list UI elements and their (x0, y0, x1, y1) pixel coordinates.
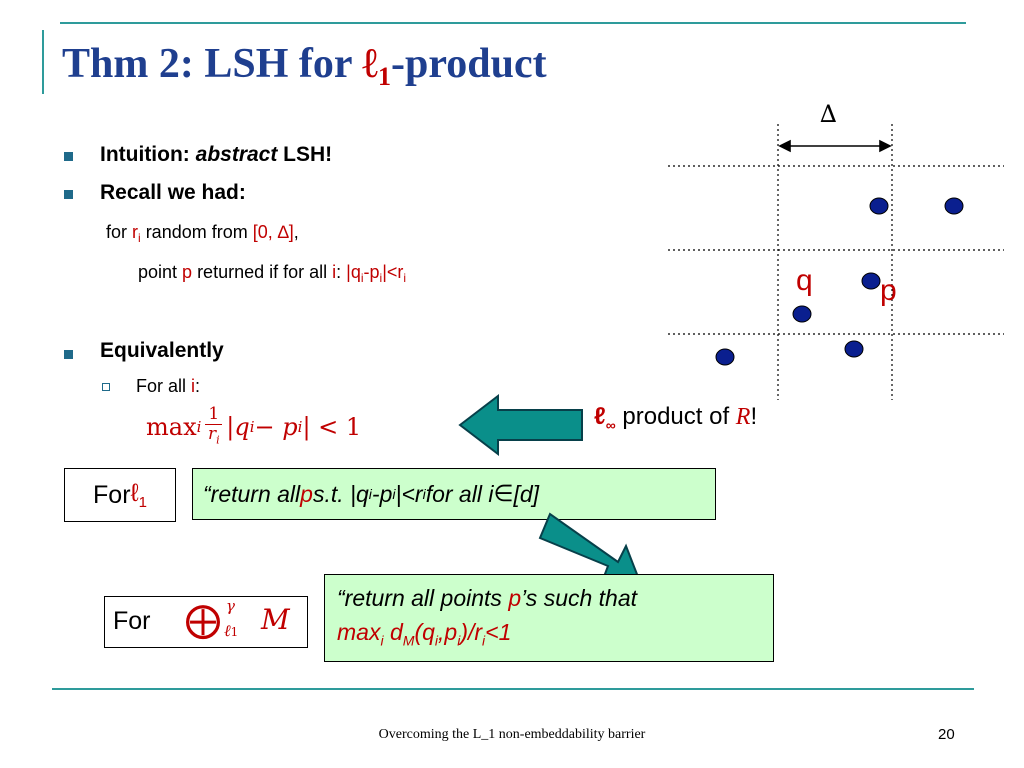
recall-line-1: for ri random from [0, ∆], (106, 222, 299, 245)
page-number: 20 (938, 726, 955, 743)
top-rule (60, 22, 966, 24)
delta-label: ∆ (820, 100, 837, 128)
bullet-equivalently: Equivalently (100, 339, 224, 362)
bottom-rule (52, 688, 974, 690)
title-main: Thm 2: LSH for (62, 41, 363, 87)
bullet-marker (64, 190, 73, 199)
bullet-marker (64, 152, 73, 161)
p-label: p (880, 274, 897, 307)
for-all-i: For all i: (136, 376, 201, 396)
linf-product-label: ℓ∞ product of R! (594, 403, 758, 433)
title-rest: -product (391, 41, 547, 87)
for-l1-box: For ℓ1 (64, 468, 176, 522)
lsh-grid-diagram (668, 124, 1004, 400)
left-rule (42, 30, 44, 94)
sub-bullet-marker (102, 383, 110, 391)
direct-sum-symbol: ⨁ (185, 600, 221, 641)
bullet-marker (64, 350, 73, 359)
bullet-recall: Recall we had: (100, 181, 246, 204)
bullet-intuition: Intuition: abstract LSH! (100, 143, 333, 166)
return-all-points-box: “return all points p’s such that maxi dM… (324, 574, 774, 662)
for-product-box: For ⨁ γ ℓ1 M (104, 596, 308, 648)
q-label: q (796, 264, 813, 297)
gamma-sup: γ (226, 597, 235, 615)
title-ell: ℓ1 (362, 41, 392, 91)
recall-line-2: point p returned if for all i: |qi-pi|<r… (138, 262, 407, 285)
slide-footer: Overcoming the L_1 non-embeddability bar… (378, 727, 646, 742)
metric-M: M (261, 603, 290, 636)
for-label: For (113, 607, 151, 635)
ell1-sub: ℓ1 (224, 621, 239, 640)
left-arrow-icon (458, 394, 583, 456)
slide-title: Thm 2: LSH for ℓ1-product (62, 40, 547, 92)
